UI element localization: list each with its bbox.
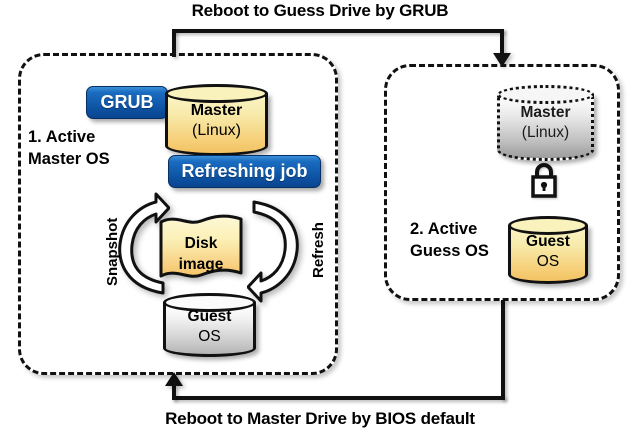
disk-image-document: Disk image xyxy=(158,213,244,283)
refresh-label: Refresh xyxy=(310,222,327,278)
master-linux-disk-right-line2: (Linux) xyxy=(521,124,570,141)
guest-os-disk-right-line2: OS xyxy=(536,253,560,270)
bottom-connector-horizontal xyxy=(172,396,505,400)
master-linux-disk-left: Master (Linux) xyxy=(165,84,268,156)
lock-icon xyxy=(528,162,560,198)
guest-os-disk-right-text: Guest OS xyxy=(508,232,588,272)
bottom-connector-vertical-right xyxy=(501,300,505,400)
top-connector-vertical-left xyxy=(172,29,176,57)
refreshing-job-button[interactable]: Refreshing job xyxy=(168,155,321,188)
grub-button[interactable]: GRUB xyxy=(86,86,168,119)
right-panel-label-line2: Guess OS xyxy=(410,242,489,260)
guest-os-disk-left-line1: Guest xyxy=(187,308,232,325)
master-linux-disk-left-line2: (Linux) xyxy=(192,122,241,139)
master-linux-disk-left-body xyxy=(165,93,268,156)
master-linux-disk-right: Master (Linux) xyxy=(497,85,594,161)
panel-active-master-os xyxy=(18,53,338,375)
right-panel-label-line1: 2. Active xyxy=(410,220,478,238)
guest-os-disk-right: Guest OS xyxy=(508,216,588,284)
top-connector-horizontal xyxy=(172,29,504,33)
disk-image-line1: Disk xyxy=(184,235,218,252)
snapshot-label: Snapshot xyxy=(104,217,121,286)
top-connector-arrowhead xyxy=(493,53,511,67)
guest-os-disk-right-top xyxy=(508,216,588,235)
right-panel-label: 2. Active Guess OS xyxy=(410,218,520,262)
master-linux-disk-left-text: Master (Linux) xyxy=(165,101,268,141)
left-panel-label-line1: 1. Active xyxy=(28,128,96,146)
left-panel-label-line2: Master OS xyxy=(28,150,110,168)
master-linux-disk-left-line1: Master xyxy=(190,102,243,119)
snapshot-arrow xyxy=(108,192,171,304)
guest-os-disk-left-top xyxy=(163,293,256,312)
disk-image-line2: image xyxy=(178,256,224,273)
top-flow-caption: Reboot to Guess Drive by GRUB xyxy=(191,1,449,20)
panel-active-guess-os xyxy=(384,64,620,301)
refresh-arrow xyxy=(246,192,309,304)
guest-os-disk-left: Guest OS xyxy=(163,293,256,357)
bottom-connector-vertical-left xyxy=(172,385,176,400)
guest-os-disk-left-text: Guest OS xyxy=(163,307,256,347)
bottom-flow-caption: Reboot to Master Drive by BIOS default xyxy=(165,409,475,428)
master-linux-disk-right-top xyxy=(497,85,594,104)
master-linux-disk-right-text: Master (Linux) xyxy=(497,103,594,143)
guest-os-disk-left-line2: OS xyxy=(198,328,221,345)
disk-image-text: Disk image xyxy=(158,233,244,275)
bottom-connector-arrowhead xyxy=(165,372,183,386)
master-linux-disk-left-top xyxy=(165,84,268,103)
left-panel-label: 1. Active Master OS xyxy=(28,126,178,170)
top-connector-vertical-right xyxy=(500,29,504,55)
guest-os-disk-right-line1: Guest xyxy=(526,233,570,250)
master-linux-disk-right-line1: Master xyxy=(520,104,571,121)
